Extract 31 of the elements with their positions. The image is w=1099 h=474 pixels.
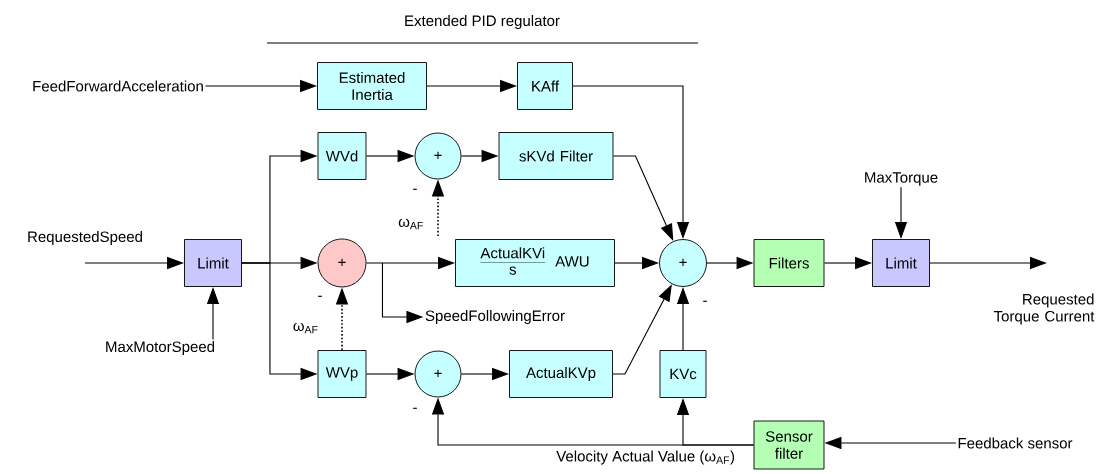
block-box: ActualKVp bbox=[509, 350, 613, 398]
block-box: KVc bbox=[659, 350, 707, 398]
sign-label: - bbox=[318, 295, 322, 297]
block-box: Filters bbox=[753, 239, 825, 287]
summing-junction: + bbox=[414, 350, 462, 398]
edge-label: ω$_{AF}$ bbox=[291, 321, 320, 335]
summing-junction: + bbox=[659, 239, 707, 287]
signal-label: ω$_{AF}$ bbox=[398, 218, 423, 230]
block-box: Sensor filter bbox=[753, 420, 825, 470]
sign-label: - bbox=[703, 300, 707, 302]
signal-label: FeedForwardAcceleration bbox=[33, 80, 203, 92]
signal-label: MaxMotorSpeed bbox=[106, 341, 215, 355]
block-box: Limit bbox=[872, 239, 930, 287]
signal-label: MaxTorque bbox=[865, 172, 938, 186]
title: Extended PID regulator bbox=[405, 15, 560, 29]
summing-junction: + bbox=[414, 132, 462, 180]
signal-label: RequestedSpeed bbox=[28, 231, 142, 245]
block-box: Limit bbox=[184, 239, 242, 287]
block-box: Estimated Inertia bbox=[317, 62, 427, 110]
edge-label: Velocity Actual Value (ω$_{AF}$) bbox=[555, 449, 736, 466]
block-box: WVd bbox=[317, 132, 367, 180]
block-box: WVp bbox=[317, 350, 367, 398]
signal-label: SpeedFollowingError bbox=[425, 310, 565, 324]
sign-label: - bbox=[413, 188, 417, 190]
summing-junction: + bbox=[317, 238, 367, 288]
block-box: KAff bbox=[517, 62, 573, 110]
output-label: Requested Torque Current bbox=[993, 293, 1095, 325]
block-box: ActualKVi s AWU bbox=[455, 239, 615, 287]
signal-label: Feedback sensor bbox=[958, 437, 1073, 449]
block-box: sKVd Filter bbox=[498, 132, 614, 180]
sign-label: - bbox=[413, 407, 417, 409]
